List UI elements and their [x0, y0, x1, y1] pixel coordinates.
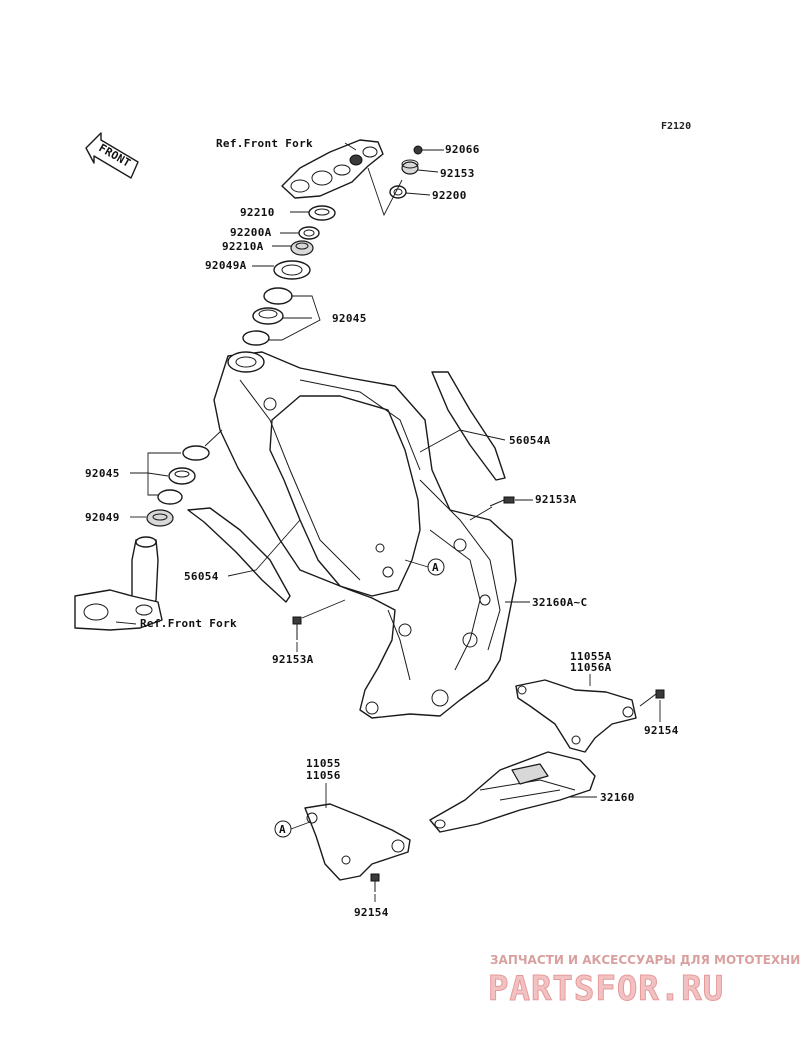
part-92210: 92210 [240, 206, 275, 219]
callout-a-bracket: A [274, 820, 311, 838]
part-56054: 56054 [184, 570, 219, 583]
watermark-tagline: ЗАПЧАСТИ И АКСЕССУАРЫ ДЛЯ МОТОТЕХНИКИ [490, 953, 800, 967]
part-92210A: 92210A [222, 240, 264, 253]
part-32160: 32160 [600, 791, 635, 804]
part-92200A: 92200A [230, 226, 272, 239]
part-11055A: 11055A [570, 650, 612, 663]
callout-a-frame-label: A [432, 561, 439, 574]
bracket-11055 [304, 803, 411, 881]
bolt-92153A-left [292, 616, 302, 640]
cap-92066 [413, 145, 423, 155]
ref-front-fork-top-label: Ref.Front Fork [216, 137, 313, 150]
front-arrow-icon: FRONT [85, 132, 139, 179]
part-92200: 92200 [432, 189, 467, 202]
lower-bearing-stack [146, 445, 210, 527]
part-11056A: 11056A [570, 661, 612, 674]
part-92045-left: 92045 [85, 467, 120, 480]
main-frame [213, 351, 517, 719]
part-92045-top: 92045 [332, 312, 367, 325]
part-92153: 92153 [440, 167, 475, 180]
bolt-92154-bottom [370, 873, 380, 892]
cover-56054A [431, 371, 506, 481]
watermark-logo: ЗАПЧАСТИ И АКСЕССУАРЫ ДЛЯ МОТОТЕХНИКИ PA… [488, 953, 800, 1010]
bolt-92154-right [639, 689, 665, 707]
part-92049A: 92049A [205, 259, 247, 272]
cover-56054 [187, 507, 291, 603]
nut-92153 [401, 159, 419, 175]
callout-a-frame: A [404, 558, 445, 576]
part-11056: 11056 [306, 769, 341, 782]
callout-a-bracket-label: A [279, 823, 286, 836]
part-92154-right: 92154 [644, 724, 679, 737]
ref-front-fork-bottom-label: Ref.Front Fork [140, 617, 237, 630]
part-92153A-left: 92153A [272, 653, 314, 666]
part-92153A-right: 92153A [535, 493, 577, 506]
upper-triple-clamp [281, 139, 384, 199]
part-11055: 11055 [306, 757, 341, 770]
subframe-32160 [429, 751, 596, 833]
part-32160A-C: 32160A~C [532, 596, 587, 609]
steering-stack [242, 205, 336, 346]
part-92066: 92066 [445, 143, 480, 156]
bracket-11055A [515, 679, 637, 753]
part-56054A: 56054A [509, 434, 551, 447]
part-92154-bottom: 92154 [354, 906, 389, 919]
diagram-code: F2120 [661, 121, 691, 132]
lower-triple-clamp [74, 536, 163, 631]
part-92049: 92049 [85, 511, 120, 524]
watermark-brand: PARTSFOR.RU [488, 969, 724, 1009]
bolt-92153A-right [489, 496, 515, 507]
